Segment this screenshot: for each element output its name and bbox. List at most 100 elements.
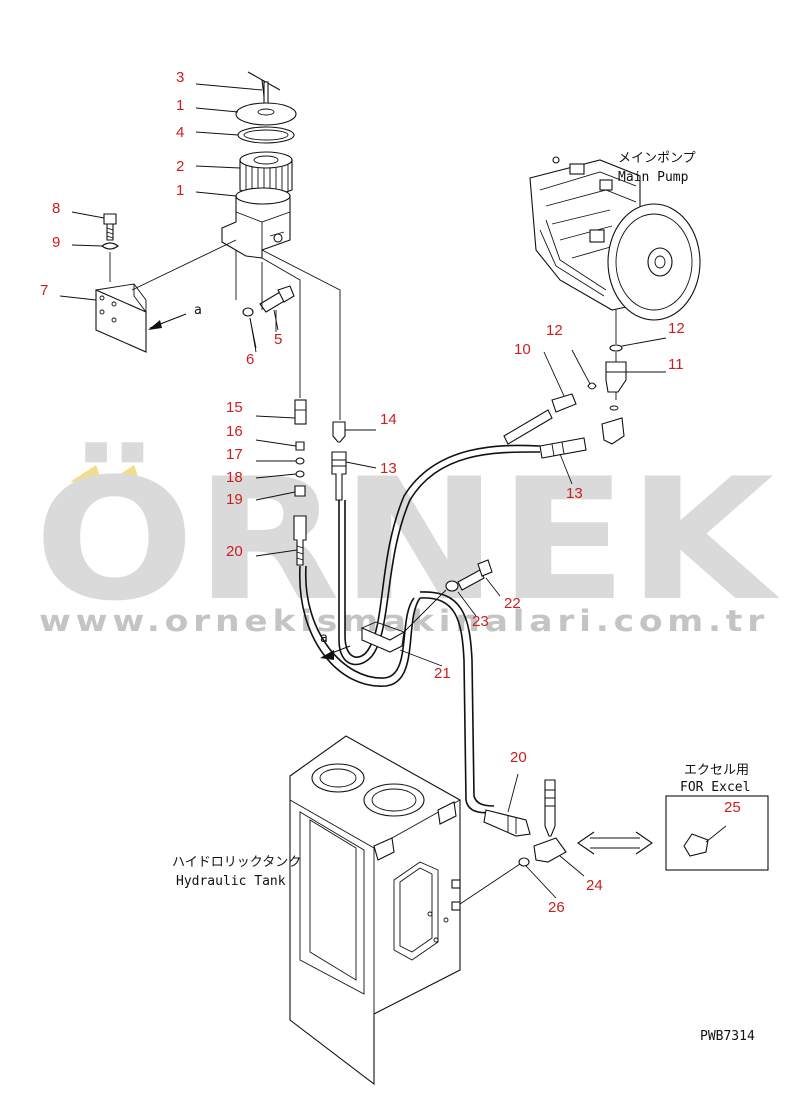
tank-hole	[443, 917, 449, 923]
part-number: 13	[566, 485, 583, 502]
part-number: 10	[514, 341, 531, 358]
filter-gasket	[237, 126, 295, 144]
filter-port	[273, 233, 283, 243]
tank-return-hose-inner	[419, 591, 495, 807]
hose-end-13-right-detail	[551, 441, 565, 457]
tank-sight-window	[393, 861, 439, 961]
fitting-25-leader	[705, 825, 727, 843]
watermark-umlaut-left	[70, 465, 102, 482]
tank-inner-panel	[299, 811, 365, 995]
bracket-mount-line	[131, 239, 237, 291]
drawing-code: PWB7314	[700, 1029, 755, 1044]
hose-end-13	[331, 451, 347, 501]
hydraulic-tank-label-en: Hydraulic Tank	[176, 874, 286, 889]
filter-housing-top	[235, 187, 291, 205]
watermark-brand: ÖRNEK	[34, 442, 781, 638]
fitting-17	[295, 457, 305, 465]
part-number: 24	[586, 877, 603, 894]
clamp-bolt-head	[477, 559, 493, 577]
clamp-washer	[445, 580, 459, 592]
bracket-bolt-thread	[106, 227, 114, 239]
hydraulic-tank-label-jp: ハイドロリックタンク	[172, 855, 301, 870]
part-number: 11	[668, 356, 684, 373]
excel-box	[665, 795, 769, 871]
part-number: 15	[226, 399, 243, 416]
part-number: 7	[40, 282, 48, 299]
double-arrow-shaft	[590, 837, 640, 849]
fitting-14	[332, 421, 346, 443]
elbow-11-detail	[606, 371, 626, 400]
hose-end-20-tank	[483, 809, 531, 837]
elbow-lower	[601, 417, 625, 445]
elbow-11	[605, 361, 627, 393]
filter-cover-hub	[257, 108, 275, 116]
hose-clamp	[361, 621, 405, 653]
part-number: 19	[226, 491, 243, 508]
tank-fitting	[451, 879, 461, 889]
tank-fitting	[451, 901, 461, 911]
leader-lines	[59, 83, 667, 899]
part-number: 18	[226, 469, 243, 486]
view-marker: a	[194, 303, 202, 318]
left-fittings	[293, 399, 307, 566]
main-pump-shaft-inner	[654, 255, 666, 269]
part-number: 12	[546, 322, 563, 339]
part-number: 17	[226, 446, 243, 463]
fitting-25	[683, 833, 709, 857]
main-pump-shaft	[647, 247, 673, 277]
part-number: 3	[176, 69, 184, 86]
bracket-hole	[111, 317, 117, 323]
part-number: 8	[52, 200, 60, 217]
o-ring-26	[518, 857, 530, 867]
hose-end-20-thread	[296, 545, 304, 561]
view-arrow-lower-head	[320, 650, 334, 660]
main-pump-valve	[589, 229, 605, 243]
part-number: 5	[274, 331, 282, 348]
fitting-16	[295, 441, 305, 451]
elbow-24	[533, 837, 567, 863]
double-arrow	[577, 831, 653, 855]
part-number: 12	[668, 320, 685, 337]
tank-sight-window-inner	[399, 867, 433, 953]
fitting-10-nut	[551, 393, 577, 413]
part-number: 25	[724, 799, 741, 816]
part-number: 21	[434, 665, 451, 682]
hose-end-20	[293, 515, 307, 566]
part-number: 1	[176, 182, 184, 199]
clamp-bolt-body	[457, 569, 485, 591]
double-arrow-head-left	[577, 831, 595, 855]
o-ring-12	[587, 382, 597, 390]
mount-bolt	[235, 250, 295, 349]
filter-housing	[221, 195, 291, 259]
tank-pipe-thread	[545, 789, 555, 807]
main-pump-port	[552, 156, 560, 164]
main-pump-flange-inner	[615, 213, 693, 311]
filter-gasket-inner	[243, 129, 289, 141]
hose-clamp-body	[361, 627, 405, 653]
part-number: 9	[52, 234, 60, 251]
part-number: 26	[548, 899, 565, 916]
watermark: ÖRNEK www.ornekismakinalari.com.tr	[34, 442, 781, 638]
bracket-hole	[111, 301, 117, 307]
clamp-bolt	[403, 559, 493, 633]
tank-return-hose	[419, 597, 495, 814]
tank-body	[289, 735, 461, 1086]
part-number: 2	[176, 158, 184, 175]
main-pump-label-en: Main Pump	[618, 170, 689, 185]
drain-hose-left-inner	[305, 565, 415, 679]
tank-hole	[427, 911, 433, 917]
filter-cover-plate	[235, 102, 297, 126]
part-number: 4	[176, 124, 184, 141]
filter-element-core	[253, 155, 279, 165]
filter-element-top	[239, 151, 293, 169]
main-pump-valve	[599, 179, 613, 191]
watermark-umlaut-right	[108, 465, 140, 482]
part-number: 1	[176, 97, 184, 114]
tank-port-1-inner	[319, 768, 357, 788]
part-number-labels: 3 1 4 2 1 8 9 7 6 5 15 16 17 18 19 20 14…	[40, 69, 741, 916]
watermark-url: www.ornekismakinalari.com.tr	[39, 604, 769, 638]
fitting-10	[503, 409, 553, 445]
bracket-washer	[101, 242, 119, 250]
tank-hole	[433, 937, 439, 943]
